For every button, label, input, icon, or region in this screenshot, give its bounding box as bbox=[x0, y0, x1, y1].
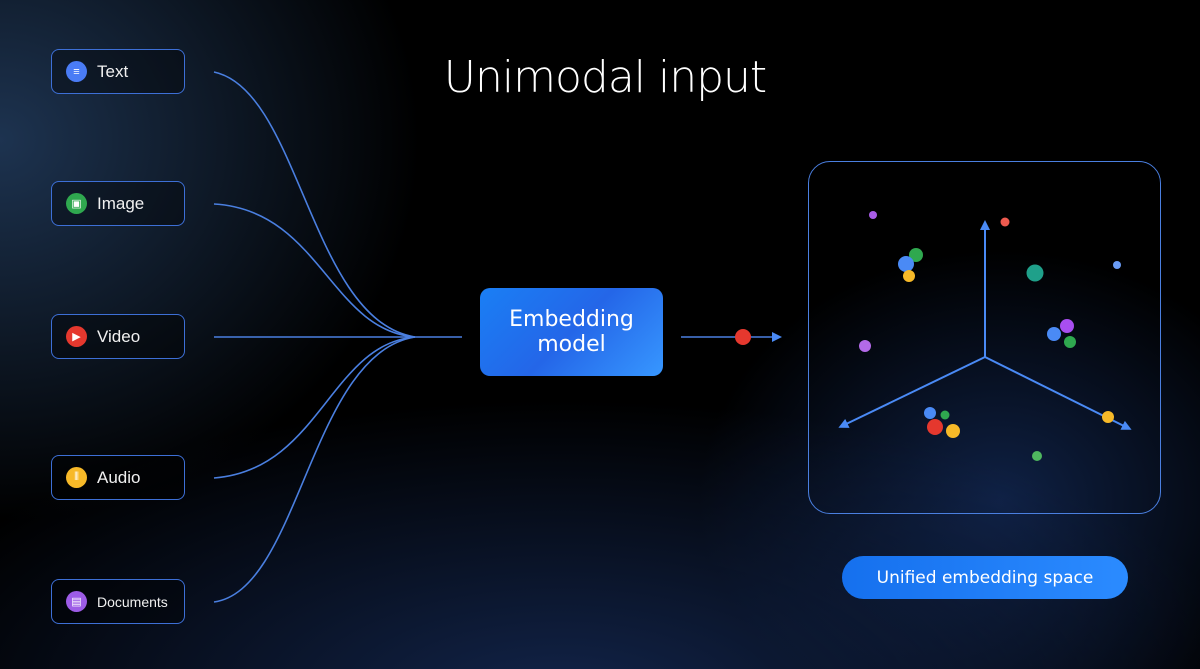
point bbox=[1026, 264, 1044, 282]
point bbox=[859, 340, 871, 352]
embedding-model-box: Embedding model bbox=[480, 288, 663, 376]
point bbox=[927, 419, 943, 435]
point bbox=[898, 256, 914, 272]
diagram-title: Unimodal input bbox=[443, 52, 767, 103]
wire-image bbox=[213, 203, 416, 338]
point bbox=[1047, 327, 1061, 341]
wire-documents bbox=[213, 336, 416, 603]
point bbox=[940, 410, 950, 420]
wire-audio bbox=[213, 336, 416, 479]
text-lines-icon: ≡ bbox=[66, 61, 87, 82]
point bbox=[1032, 451, 1042, 461]
input-label: Image bbox=[97, 193, 145, 213]
input-label: Audio bbox=[97, 467, 141, 487]
wire-text bbox=[213, 71, 416, 338]
point bbox=[946, 424, 960, 438]
audio-wave-icon: ⦀ bbox=[66, 467, 87, 488]
input-audio: ⦀ Audio bbox=[51, 455, 185, 500]
point bbox=[1060, 319, 1074, 333]
point bbox=[869, 211, 877, 219]
point bbox=[1102, 411, 1114, 423]
point bbox=[1064, 336, 1076, 348]
input-text: ≡ Text bbox=[51, 49, 185, 94]
point bbox=[1000, 217, 1010, 227]
embedding-space-label: Unified embedding space bbox=[842, 556, 1128, 599]
embedding-space-panel bbox=[808, 161, 1161, 514]
embedding-vector-dot bbox=[735, 329, 751, 345]
point bbox=[1113, 261, 1121, 269]
input-documents: ▤ Documents bbox=[51, 579, 185, 624]
point bbox=[909, 248, 923, 262]
axis-left bbox=[838, 356, 986, 428]
input-image: ▣ Image bbox=[51, 181, 185, 226]
image-icon: ▣ bbox=[66, 193, 87, 214]
input-label: Text bbox=[97, 61, 129, 81]
input-label: Documents bbox=[97, 593, 168, 610]
model-label-line1: Embedding bbox=[509, 307, 634, 332]
video-icon: ▶ bbox=[66, 326, 87, 347]
model-label-line2: model bbox=[537, 332, 606, 357]
input-label: Video bbox=[97, 326, 141, 346]
point bbox=[903, 270, 915, 282]
input-video: ▶ Video bbox=[51, 314, 185, 359]
document-icon: ▤ bbox=[66, 591, 87, 612]
point bbox=[924, 407, 936, 419]
